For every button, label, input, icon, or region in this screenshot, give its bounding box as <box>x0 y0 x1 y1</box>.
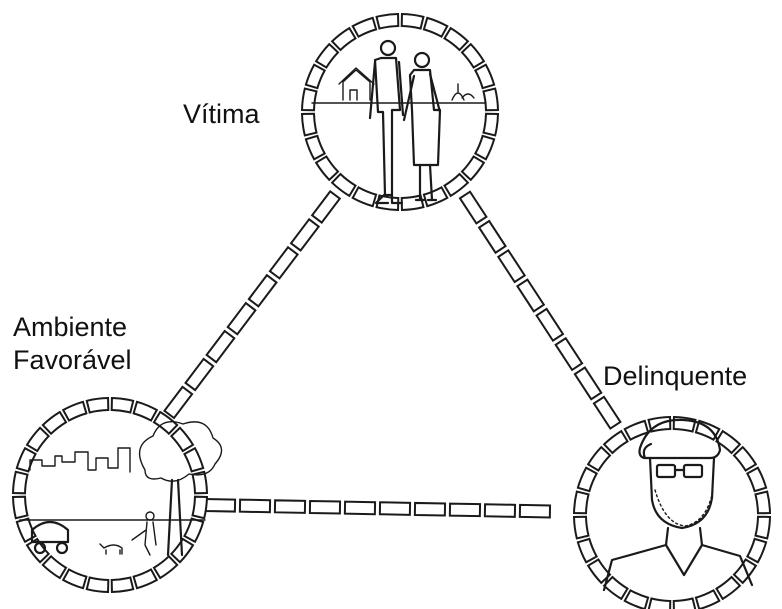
brick <box>302 114 316 136</box>
brick <box>312 191 340 222</box>
brick <box>755 492 769 514</box>
brick <box>460 192 486 224</box>
brick <box>696 590 719 609</box>
brick <box>193 497 207 519</box>
track-victim-offender <box>460 192 620 429</box>
brick <box>306 136 325 159</box>
brick <box>475 65 494 88</box>
brick <box>43 412 66 434</box>
brick <box>755 517 769 539</box>
brick <box>353 187 376 206</box>
brick <box>13 472 27 494</box>
brick <box>479 221 505 253</box>
brick <box>747 539 766 562</box>
environment-label: Ambiente Favorável <box>13 311 132 377</box>
brick <box>444 174 467 196</box>
offender-label: Delinquente <box>603 360 747 393</box>
environment-label-line2: Favorável <box>13 344 132 377</box>
brick <box>674 598 696 609</box>
brick <box>520 505 550 518</box>
brick <box>332 28 355 50</box>
brick <box>171 428 193 451</box>
brick <box>517 280 543 312</box>
victim-ring <box>302 14 498 210</box>
brick <box>353 18 376 37</box>
brick <box>578 468 597 491</box>
brick <box>734 447 756 470</box>
brick <box>380 502 410 515</box>
brick <box>537 309 563 341</box>
brick <box>316 156 338 179</box>
brick <box>13 497 27 519</box>
environment-label-line1: Ambiente <box>13 311 132 344</box>
brick <box>134 569 157 588</box>
brick <box>270 247 298 278</box>
brick <box>498 250 524 282</box>
track-victim-environment <box>164 191 339 418</box>
brick <box>556 338 582 370</box>
brick <box>275 500 305 513</box>
brick <box>134 402 157 421</box>
brick <box>450 504 480 517</box>
brick <box>716 577 739 599</box>
brick <box>63 402 86 421</box>
brick <box>87 578 109 592</box>
offender-ring <box>574 417 770 609</box>
brick <box>424 18 447 37</box>
brick <box>475 136 494 159</box>
brick <box>316 44 338 67</box>
brick <box>402 14 424 28</box>
brick <box>332 174 355 196</box>
brick <box>43 556 66 578</box>
brick <box>747 468 766 491</box>
brick <box>415 503 445 516</box>
brick <box>649 598 671 609</box>
brick <box>184 448 203 471</box>
brick <box>291 219 319 250</box>
brick <box>306 65 325 88</box>
brick <box>734 559 756 582</box>
brick <box>574 492 588 514</box>
victim-label: Vítima <box>183 98 260 131</box>
brick <box>240 500 270 513</box>
brick <box>574 517 588 539</box>
brick <box>345 502 375 515</box>
brick <box>228 303 256 334</box>
brick <box>594 397 620 429</box>
brick <box>154 556 177 578</box>
brick <box>578 539 597 562</box>
brick <box>424 187 447 206</box>
brick <box>625 590 648 609</box>
brick <box>63 569 86 588</box>
brick <box>462 156 484 179</box>
brick <box>112 398 134 412</box>
track-environment-offender <box>205 499 550 517</box>
brick <box>462 44 484 67</box>
brick <box>112 578 134 592</box>
connector-paths <box>164 191 620 517</box>
brick <box>27 428 49 451</box>
brick <box>186 359 214 390</box>
brick <box>377 14 399 28</box>
brick <box>87 398 109 412</box>
brick <box>310 501 340 514</box>
brick <box>444 28 467 50</box>
brick <box>207 331 235 362</box>
brick <box>483 89 497 111</box>
brick <box>588 447 610 470</box>
brick <box>164 387 192 418</box>
brick <box>249 275 277 306</box>
brick <box>483 114 497 136</box>
brick <box>485 504 515 517</box>
brick <box>205 499 235 512</box>
brick <box>184 519 203 542</box>
brick <box>575 368 601 400</box>
brick <box>604 431 627 453</box>
brick <box>302 89 316 111</box>
